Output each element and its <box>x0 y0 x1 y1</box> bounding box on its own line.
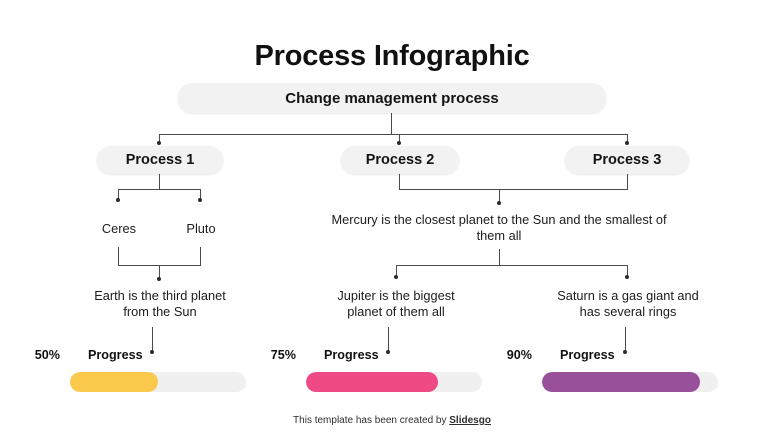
connector-mercury-down <box>499 249 501 266</box>
connector-drop-progress-1 <box>152 327 154 353</box>
connector-process1-down <box>159 174 161 190</box>
process-box-3[interactable]: Process 3 <box>565 146 689 174</box>
connector-drop-ceres <box>118 189 120 201</box>
connector-pluto-down <box>200 247 202 266</box>
process-label-1: Process 1 <box>125 152 195 168</box>
connector-drop-pluto <box>200 189 202 201</box>
progress-fill-3 <box>542 372 701 392</box>
arrow-dot-pluto <box>198 198 203 203</box>
footer-brand-link[interactable]: Slidesgo <box>449 415 491 426</box>
arrow-dot-progress-2 <box>386 350 391 355</box>
connector-ceres-down <box>118 247 120 266</box>
process-label-3: Process 3 <box>592 152 662 168</box>
connector-drop-saturn <box>627 265 629 277</box>
banner-change-management-process[interactable]: Change management process <box>178 83 606 113</box>
description-earth: Earth is the third planet from the Sun <box>94 288 226 319</box>
branch-label-ceres: Ceres <box>101 221 137 236</box>
connector-drop-progress-2 <box>388 327 390 353</box>
arrow-dot-progress-1 <box>150 350 155 355</box>
connector-split-jupiter-saturn <box>396 265 628 267</box>
connector-process1-split <box>118 189 200 191</box>
footer-prefix: This template has been created by <box>293 415 450 426</box>
arrow-dot-ceres <box>116 198 121 203</box>
process-label-2: Process 2 <box>365 152 435 168</box>
description-jupiter: Jupiter is the biggest planet of them al… <box>337 288 455 319</box>
page-title: Process Infographic <box>254 40 530 72</box>
connector-drop-process-3 <box>627 134 629 144</box>
branch-label-pluto: Pluto <box>186 221 216 236</box>
description-mercury: Mercury is the closest planet to the Sun… <box>331 212 667 243</box>
arrow-dot-saturn <box>625 275 630 280</box>
connector-drop-jupiter <box>396 265 398 277</box>
connector-drop-mercury <box>499 189 501 204</box>
progress-fill-1 <box>70 372 158 392</box>
footer-attribution: This template has been created by Slides… <box>0 415 784 426</box>
arrow-dot-progress-3 <box>623 350 628 355</box>
connector-process3-down <box>627 174 629 190</box>
connector-distribution-bar <box>159 134 627 136</box>
description-saturn: Saturn is a gas giant and has several ri… <box>557 288 699 319</box>
progress-track-2[interactable] <box>306 372 482 392</box>
progress-track-3[interactable] <box>542 372 718 392</box>
progress-track-1[interactable] <box>70 372 246 392</box>
connector-banner-trunk <box>391 113 393 135</box>
progress-percent-2: 75% <box>270 348 296 362</box>
arrow-dot-earth <box>157 277 162 282</box>
arrow-dot-jupiter <box>394 275 399 280</box>
process-box-1[interactable]: Process 1 <box>97 146 223 174</box>
connector-drop-progress-3 <box>625 327 627 353</box>
arrow-dot-process-1 <box>157 141 162 146</box>
connector-merge-mercury <box>399 189 628 191</box>
progress-fill-2 <box>306 372 438 392</box>
progress-label-1: Progress <box>88 348 143 362</box>
connector-process2-down <box>399 174 401 190</box>
banner-label: Change management process <box>285 89 499 107</box>
progress-label-2: Progress <box>324 348 379 362</box>
connector-drop-process-1 <box>159 134 161 144</box>
process-box-2[interactable]: Process 2 <box>341 146 459 174</box>
arrow-dot-process-2 <box>397 141 402 146</box>
arrow-dot-process-3 <box>625 141 630 146</box>
connector-drop-earth <box>159 265 161 280</box>
connector-drop-process-2 <box>399 134 401 144</box>
progress-percent-1: 50% <box>34 348 60 362</box>
progress-percent-3: 90% <box>506 348 532 362</box>
arrow-dot-mercury <box>497 201 502 206</box>
progress-label-3: Progress <box>560 348 615 362</box>
